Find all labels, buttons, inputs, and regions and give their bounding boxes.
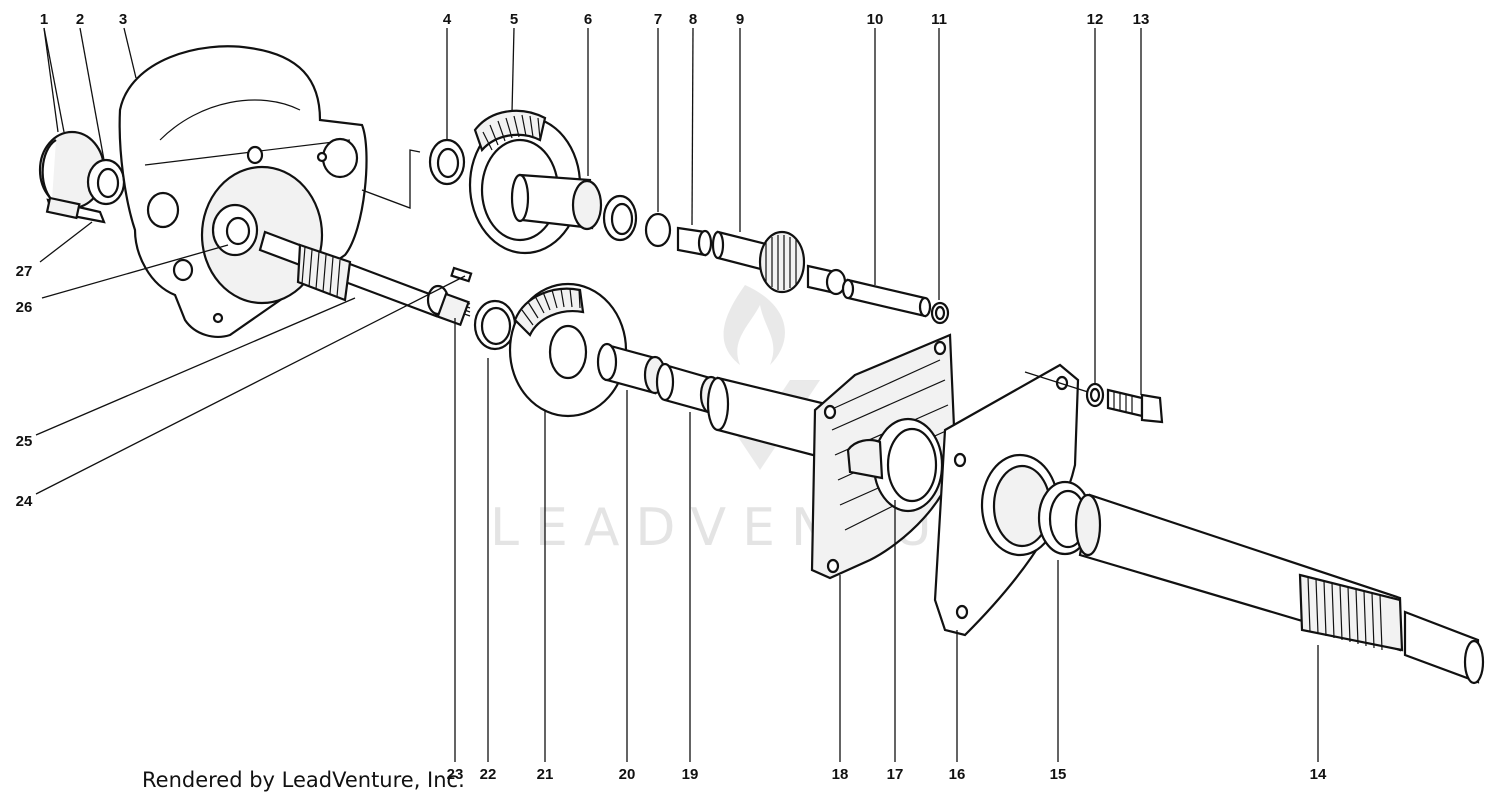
label-part-4: 4 [443,11,452,28]
part-20-bushing [596,342,667,395]
part-21-gear [508,282,628,418]
part-14-output-shaft [1074,493,1485,685]
label-part-23: 23 [447,766,464,783]
part-6-sleeve [510,173,603,231]
footer-credit: Rendered by LeadVenture, Inc. [142,768,465,792]
label-part-18: 18 [832,766,849,783]
label-part-1: 1 [40,11,48,28]
part-11-ring [930,301,950,325]
label-part-7: 7 [654,11,662,28]
output-shaft-mid [706,376,834,462]
label-part-11: 11 [931,11,947,28]
label-part-24: 24 [16,493,33,510]
label-part-25: 25 [16,433,33,450]
label-part-2: 2 [76,11,84,28]
part-8-bushing [676,226,713,257]
label-part-22: 22 [480,766,497,783]
part-4-washer [428,138,466,186]
part-9-cluster-gear [711,230,847,296]
label-part-10: 10 [867,11,884,28]
label-part-3: 3 [119,11,127,28]
label-part-26: 26 [16,299,33,316]
label-part-20: 20 [619,766,636,783]
label-part-15: 15 [1050,766,1067,783]
label-part-12: 12 [1087,11,1104,28]
part-2-seal [86,158,126,206]
part-7-washer [602,194,672,248]
label-part-9: 9 [736,11,744,28]
label-part-19: 19 [682,766,699,783]
part-12-lock-washer [1085,382,1105,408]
part-13-bolt [1106,388,1164,424]
part-24-key [450,266,473,283]
part-27-pin [45,196,106,224]
part-25-pinion-shaft [258,230,442,318]
label-part-27: 27 [16,263,33,280]
label-part-13: 13 [1133,11,1150,28]
label-part-17: 17 [887,766,904,783]
part-16-flange-plate [933,363,1080,637]
part-22-snap-ring [473,299,517,351]
label-part-14: 14 [1310,766,1327,783]
label-part-6: 6 [584,11,592,28]
part-labels: 1 2 3 4 5 6 7 8 9 10 11 12 13 27 26 25 2… [16,11,1327,783]
leader-lines [35,27,1319,762]
part-10-shaft [841,278,932,318]
label-part-5: 5 [510,11,518,28]
part-23-spring [426,284,471,327]
label-part-16: 16 [949,766,966,783]
label-part-8: 8 [689,11,697,28]
label-part-21: 21 [537,766,554,783]
